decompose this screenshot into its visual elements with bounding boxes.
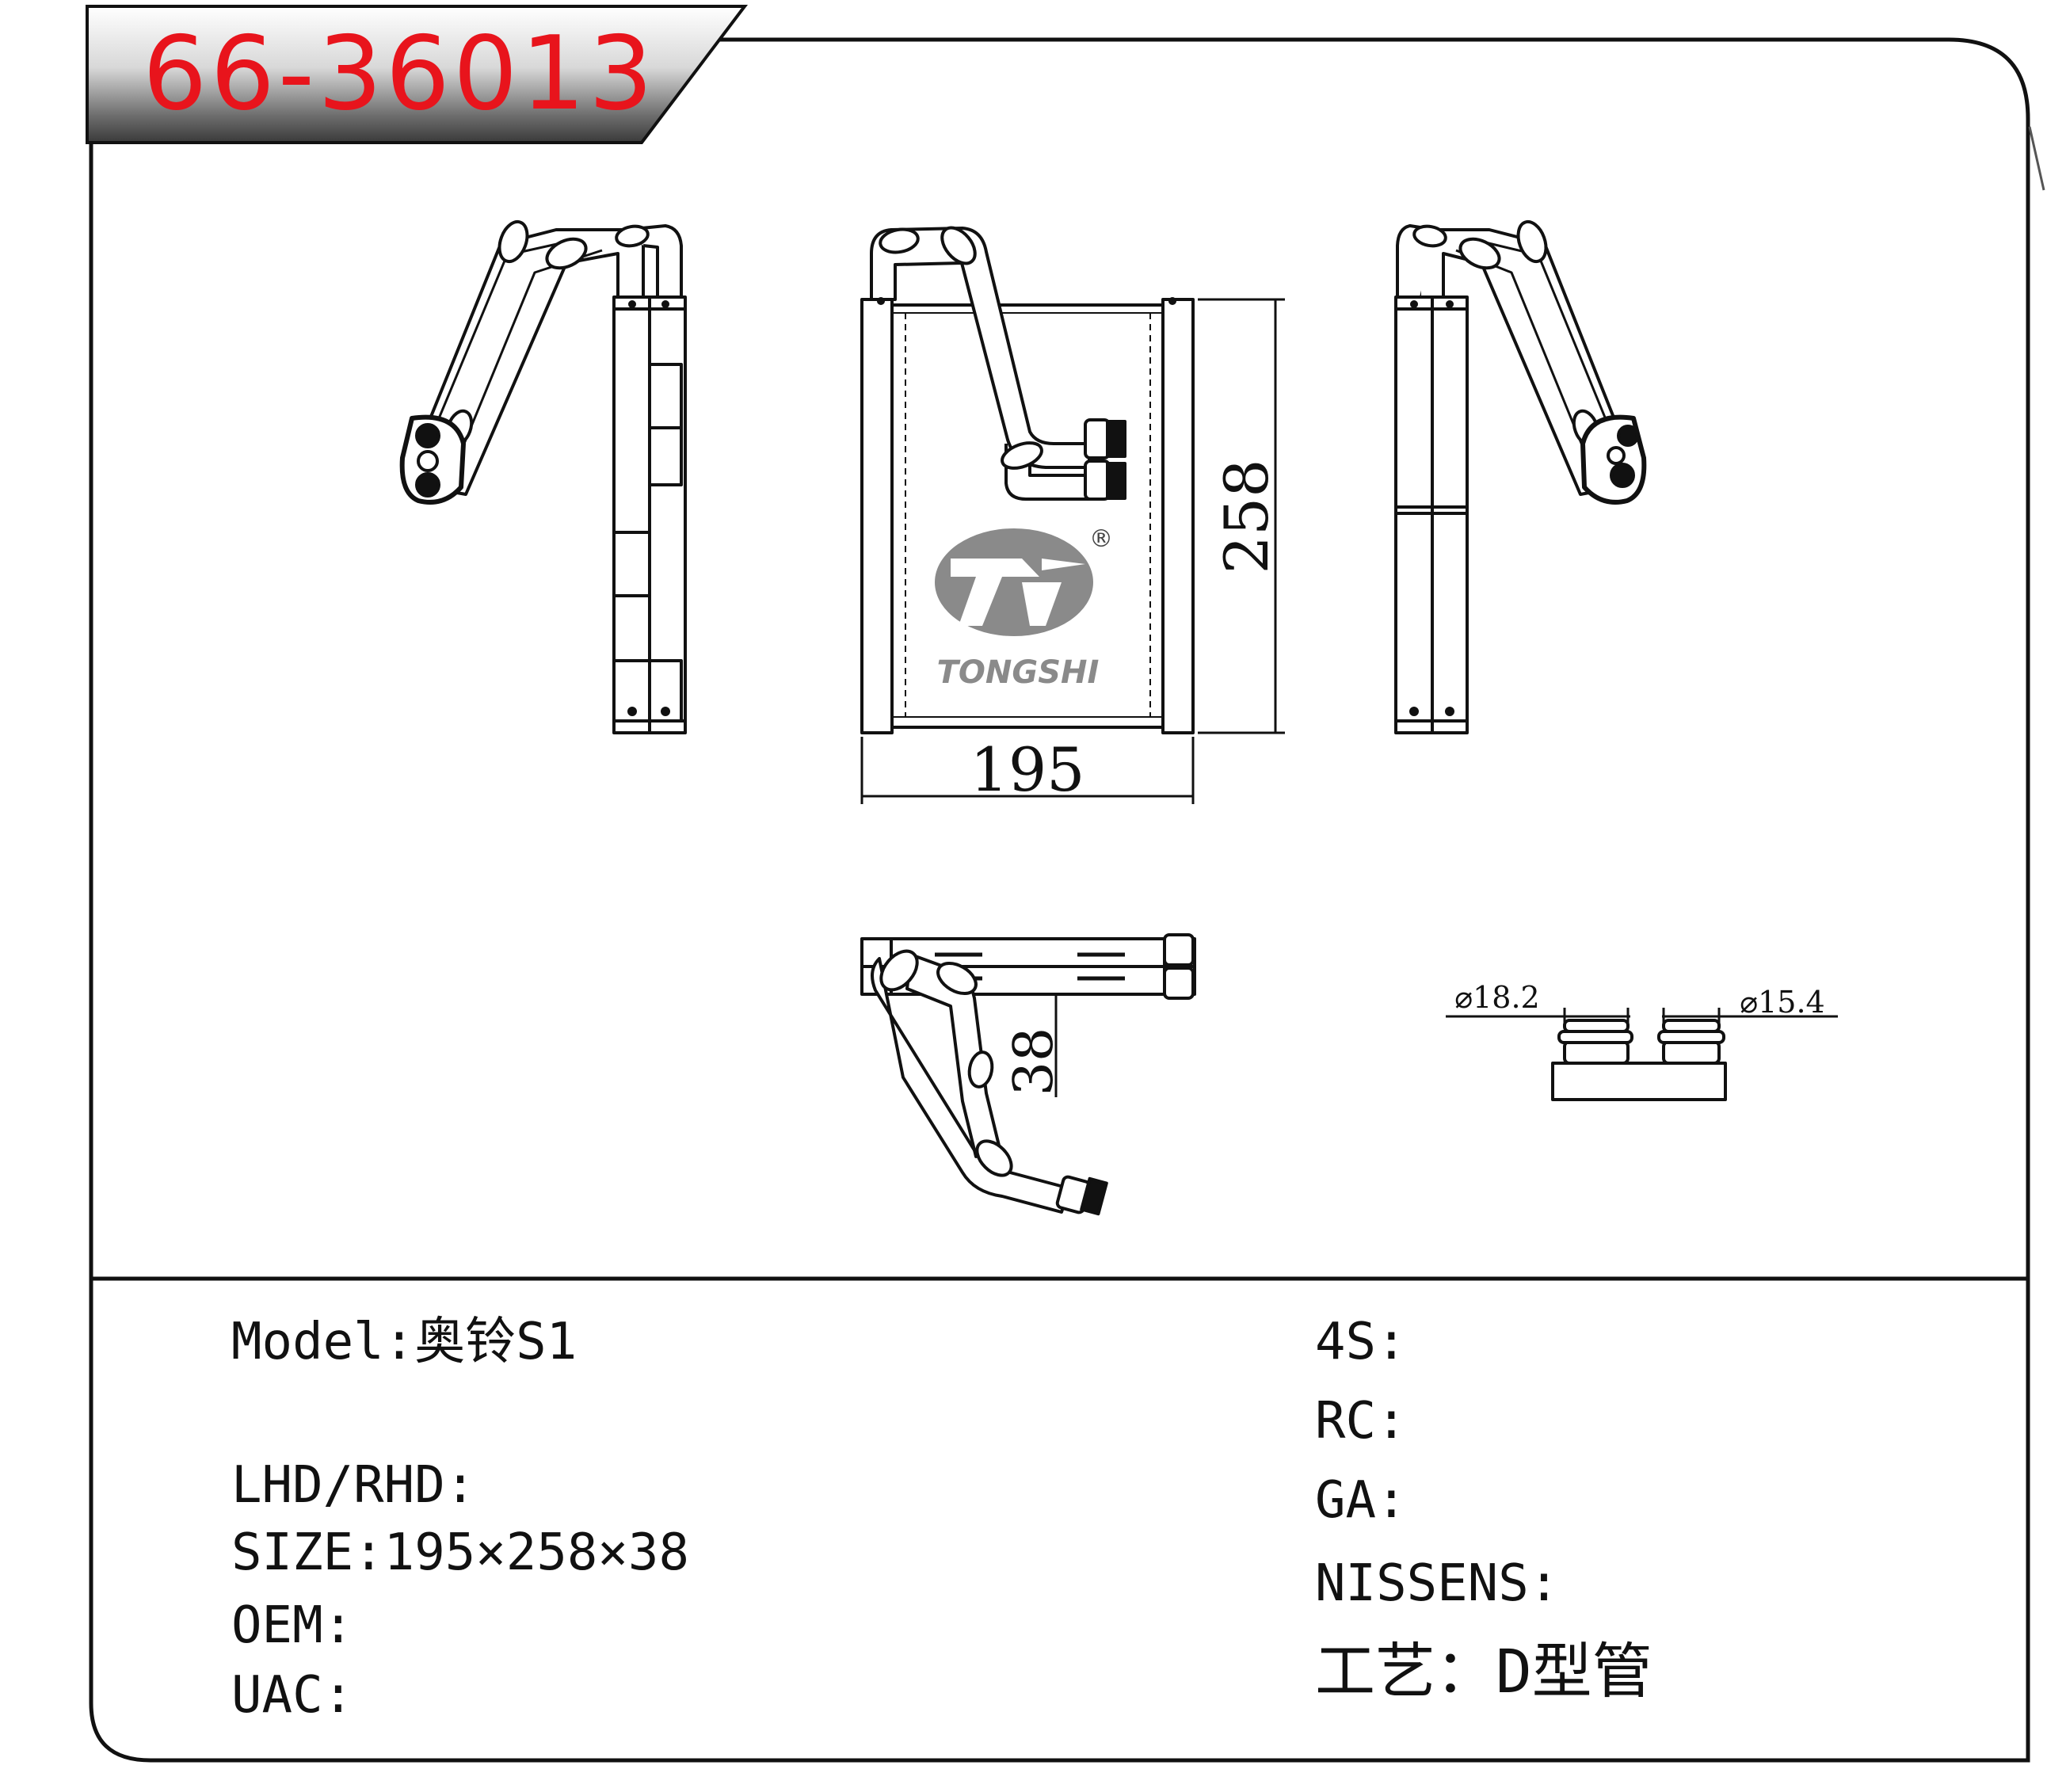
- fitting-dimension-lines: [1446, 1008, 1838, 1024]
- spec-nissens: NISSENS:: [1315, 1558, 1559, 1609]
- spec-ga-label: GA: [1315, 1471, 1377, 1530]
- spec-rc-value: :: [1376, 1392, 1407, 1451]
- spec-size-label: SIZE: [231, 1523, 354, 1582]
- spec-lhd-rhd-value: :: [444, 1456, 476, 1515]
- spec-process-value: ：D型管: [1435, 1636, 1652, 1706]
- width-dimension-label: 195: [970, 734, 1084, 805]
- spec-rc-label: RC: [1315, 1392, 1377, 1451]
- spec-model-label: Model: [231, 1313, 384, 1371]
- tongshi-logo-wordmark: TONGSHI: [937, 654, 1100, 691]
- side-view-right: [1394, 219, 1647, 734]
- tongshi-logo-registered-mark: ®: [1089, 525, 1113, 553]
- spec-rc: RC:: [1315, 1396, 1407, 1447]
- spec-4s-value: :: [1376, 1313, 1407, 1371]
- spec-oem: OEM:: [231, 1600, 353, 1651]
- spec-process: 工艺：D型管: [1315, 1641, 1652, 1702]
- side-view-left: [399, 219, 687, 734]
- depth-dimension: [981, 993, 1065, 1097]
- depth-dimension-label: 38: [1003, 1028, 1065, 1096]
- height-dimension-label: 258: [1211, 459, 1282, 574]
- spec-uac: UAC:: [231, 1670, 353, 1721]
- spec-process-label: 工艺: [1315, 1636, 1435, 1706]
- tongshi-logo: [935, 528, 1093, 636]
- spec-nissens-label: NISSENS: [1315, 1554, 1529, 1613]
- spec-model-value: :奥铃S1: [383, 1313, 578, 1371]
- height-dimension: [1198, 298, 1285, 734]
- part-number-title: 66-36013: [143, 15, 657, 133]
- spec-4s: 4S:: [1315, 1317, 1407, 1367]
- spec-size-value: :195×258×38: [353, 1523, 689, 1582]
- spec-size: SIZE:195×258×38: [231, 1527, 689, 1578]
- front-view: [860, 226, 1195, 734]
- spec-lhd-rhd-label: LHD/RHD: [231, 1456, 445, 1515]
- outer-frame: [89, 37, 2030, 1763]
- spec-model: Model:奥铃S1: [231, 1317, 577, 1367]
- fitting-left-diameter: ⌀18.2: [1454, 980, 1540, 1015]
- spec-uac-value: :: [322, 1666, 354, 1725]
- frame-corner-tick: [2028, 126, 2045, 191]
- title-banner: [86, 5, 749, 144]
- spec-uac-label: UAC: [231, 1666, 323, 1725]
- spec-nissens-value: :: [1528, 1554, 1560, 1613]
- fitting-right-diameter: ⌀15.4: [1740, 985, 1825, 1020]
- top-view: [860, 933, 1196, 1216]
- spec-ga: GA:: [1315, 1475, 1407, 1526]
- spec-oem-value: :: [322, 1596, 354, 1655]
- spec-4s-label: 4S: [1315, 1313, 1377, 1371]
- spec-oem-label: OEM: [231, 1596, 323, 1655]
- width-dimension: [860, 737, 1195, 804]
- fitting-detail: [1551, 1019, 1727, 1101]
- spec-lhd-rhd: LHD/RHD:: [231, 1460, 475, 1511]
- spec-ga-value: :: [1376, 1471, 1407, 1530]
